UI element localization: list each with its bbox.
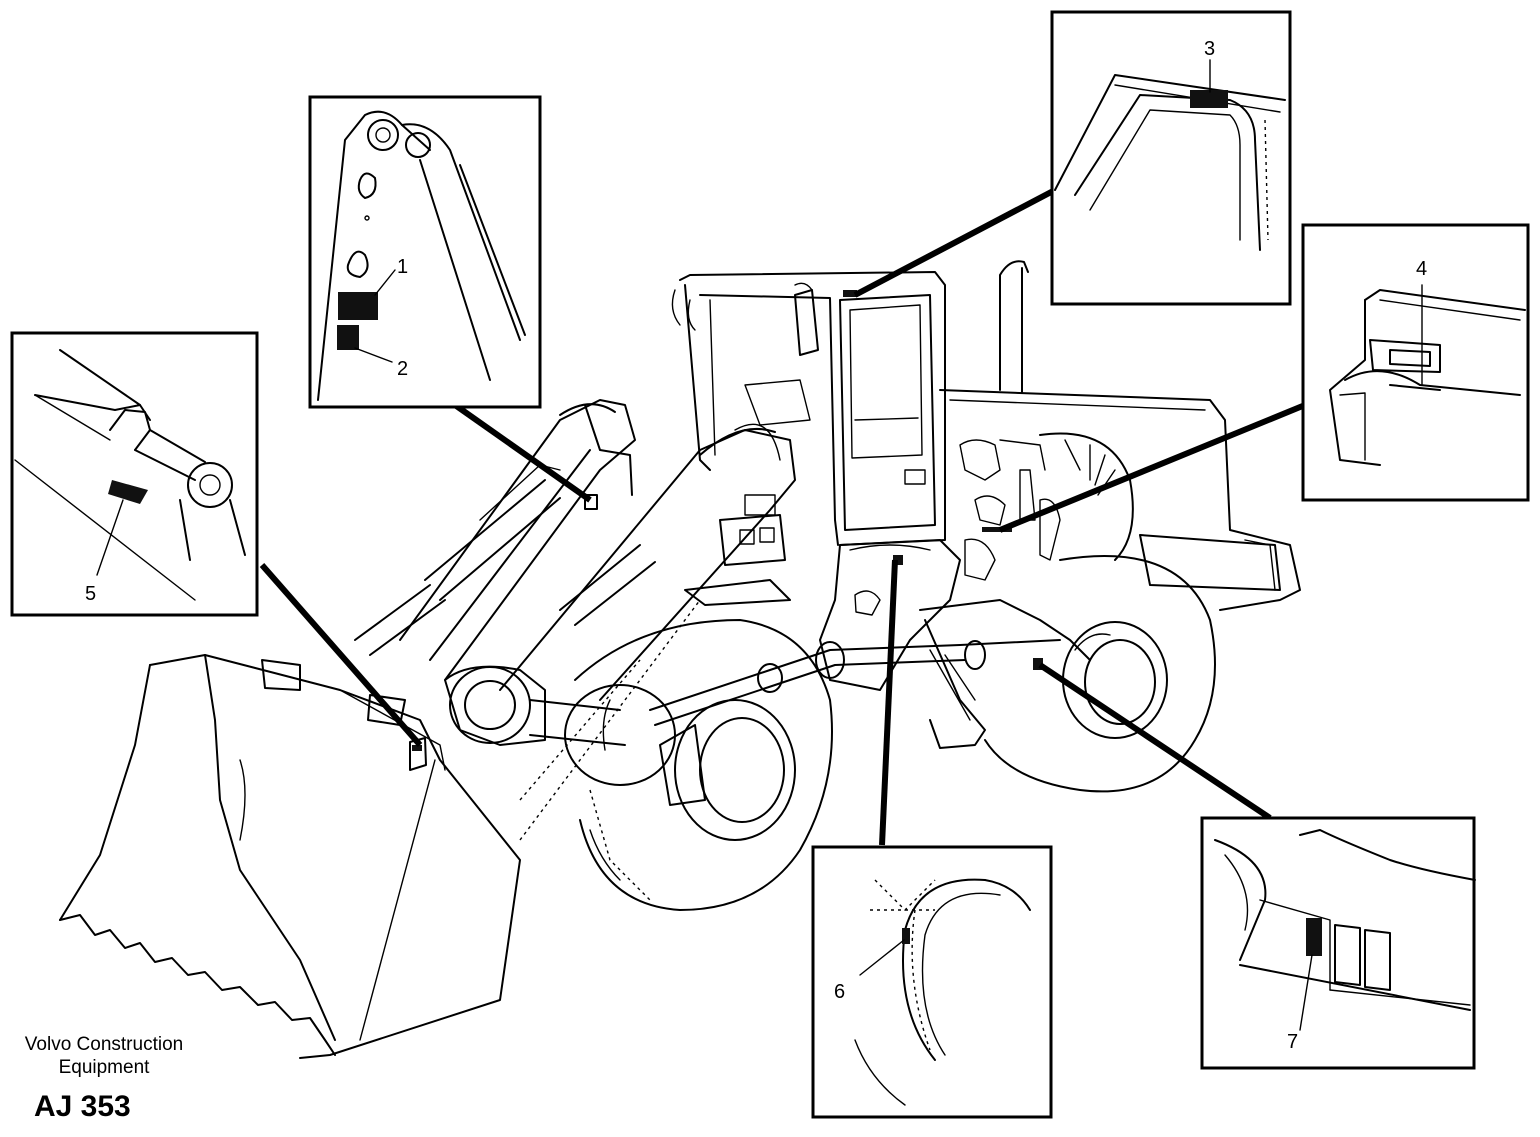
callout-7-label: 7	[1287, 1031, 1298, 1053]
callout-1-label: 1	[397, 256, 408, 278]
detail-panel-cab-roof: 3	[1050, 10, 1292, 306]
leader-4	[998, 402, 1307, 533]
leader-7	[1038, 662, 1272, 821]
leader-3	[853, 187, 1057, 298]
figure-code: AJ 353	[34, 1090, 131, 1123]
leader-6	[879, 559, 898, 846]
leader-1-2	[453, 402, 592, 503]
callout-6-label: 6	[834, 981, 845, 1003]
wheel-loader-illustration	[59, 260, 1301, 1059]
detail-panel-bucket-cylinder: 5	[10, 331, 259, 617]
callout-5-label: 5	[85, 583, 96, 605]
detail-panel-rear-axle: 7	[1200, 816, 1476, 1070]
detail-panel-axle-hub: 6	[811, 845, 1053, 1119]
brand-caption: Volvo Construction Equipment	[24, 1034, 184, 1078]
callout-3-label: 3	[1204, 38, 1215, 60]
leader-lines	[259, 187, 1307, 846]
leader-5	[259, 563, 423, 747]
callout-4-label: 4	[1416, 258, 1427, 280]
detail-panel-engine-side: 4	[1301, 223, 1530, 502]
callout-2-label: 2	[397, 358, 408, 380]
detail-panel-lift-arm: 1 2	[308, 95, 542, 409]
